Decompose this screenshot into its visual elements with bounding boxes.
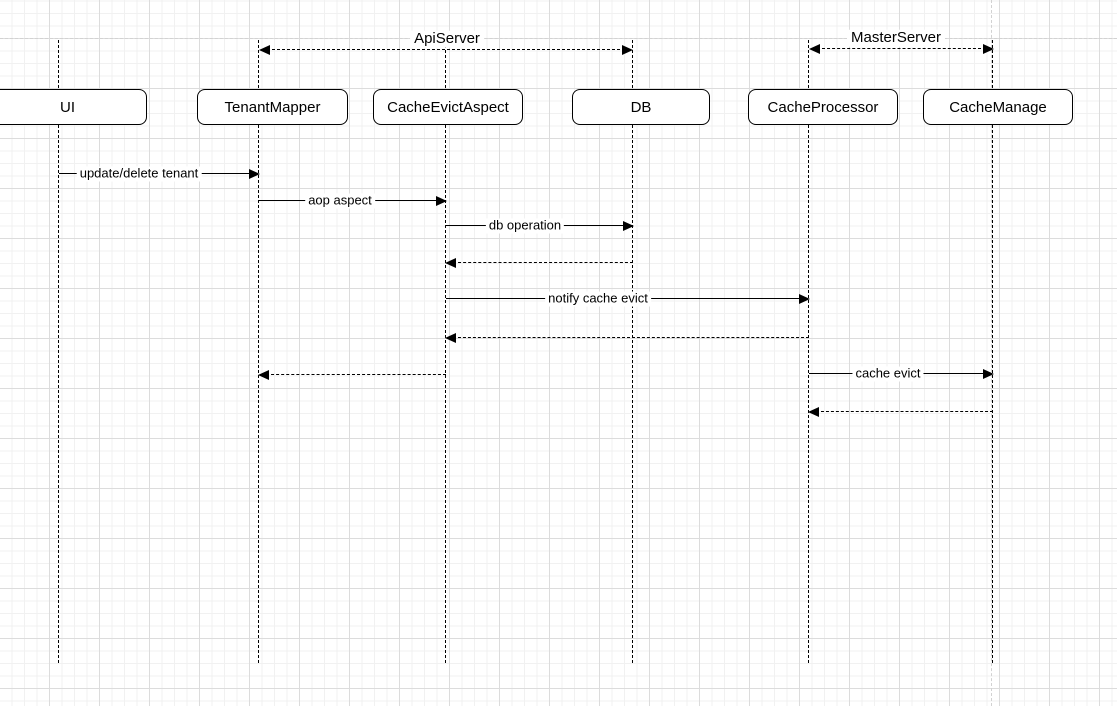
arrowhead-right	[983, 369, 994, 379]
participant-box-cachemanage[interactable]: CacheManage	[923, 89, 1073, 125]
message-label[interactable]: notify cache evict	[545, 291, 651, 307]
frame-arrow-masterserver-line	[817, 48, 986, 50]
message-label[interactable]: update/delete tenant	[76, 166, 202, 182]
arrowhead-right	[436, 196, 447, 206]
arrowhead-left	[445, 258, 456, 268]
page-guide-horizontal	[0, 38, 1117, 39]
participant-box-tenantmapper[interactable]: TenantMapper	[197, 89, 348, 125]
message-line	[266, 374, 446, 376]
message-label[interactable]: cache evict	[852, 366, 924, 382]
frame-label-masterserver[interactable]: MasterServer	[846, 29, 946, 47]
participant-label-tenantmapper: TenantMapper	[224, 98, 321, 116]
lifeline-ui[interactable]	[58, 40, 59, 663]
arrowhead-right	[623, 221, 634, 231]
arrowhead-left	[445, 333, 456, 343]
page-guide-vertical	[991, 0, 992, 706]
lifeline-tenantmapper[interactable]	[258, 40, 259, 663]
message-label[interactable]: aop aspect	[305, 193, 375, 209]
message-label[interactable]: db operation	[485, 218, 565, 234]
participant-label-cacheprocessor: CacheProcessor	[767, 98, 879, 116]
participant-label-ui: UI	[60, 98, 75, 116]
lifeline-cachemanage[interactable]	[992, 40, 993, 663]
arrowhead-right	[983, 44, 994, 54]
arrowhead-left	[809, 44, 820, 54]
participant-label-db: DB	[630, 98, 652, 116]
frame-label-apiserver[interactable]: ApiServer	[410, 30, 484, 48]
lifeline-cacheevictaspect[interactable]	[445, 40, 446, 663]
arrowhead-left	[808, 407, 819, 417]
frame-arrow-apiserver-line	[267, 49, 625, 51]
lifeline-cacheprocessor[interactable]	[808, 40, 809, 663]
participant-label-cacheevictaspect: CacheEvictAspect	[387, 98, 509, 116]
arrowhead-left	[259, 45, 270, 55]
participant-box-cacheevictaspect[interactable]: CacheEvictAspect	[373, 89, 523, 125]
participant-box-db[interactable]: DB	[572, 89, 710, 125]
arrowhead-right	[799, 294, 810, 304]
message-line	[453, 337, 809, 339]
lifeline-db[interactable]	[632, 40, 633, 663]
participant-label-cachemanage: CacheManage	[949, 98, 1047, 116]
arrowhead-right	[249, 169, 260, 179]
arrowhead-left	[258, 370, 269, 380]
participant-box-ui[interactable]: UI	[0, 89, 147, 125]
message-line	[816, 411, 993, 413]
arrowhead-right	[622, 45, 633, 55]
message-line	[453, 262, 633, 264]
participant-box-cacheprocessor[interactable]: CacheProcessor	[748, 89, 898, 125]
